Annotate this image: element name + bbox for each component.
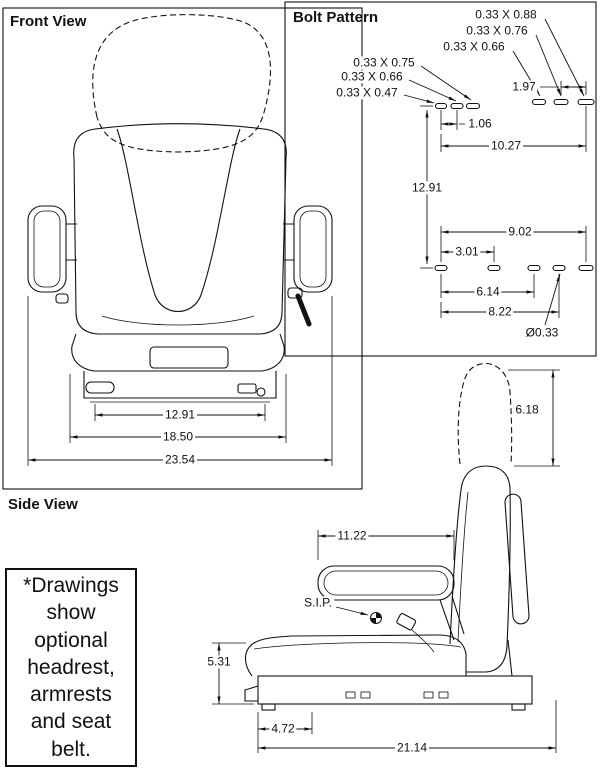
leader-line — [335, 606, 369, 616]
dim-front-offset: 4.72 — [269, 721, 297, 736]
front-view-drawing — [27, 14, 333, 466]
bolt-slot — [531, 98, 547, 106]
leader-line — [544, 18, 585, 97]
left-armrest-inner — [33, 210, 61, 288]
base-roller — [256, 387, 266, 397]
dim-mid-width: 6.14 — [474, 284, 502, 299]
recline-lever — [295, 293, 312, 327]
dim-cushion-height: 5.31 — [205, 654, 233, 669]
recline-lever-mount — [287, 287, 303, 299]
leader-line — [408, 79, 457, 102]
sip-symbol-quadrant — [370, 618, 376, 624]
base-foot — [261, 703, 276, 711]
left-side-tab — [55, 293, 69, 304]
dim-base-width: 18.50 — [160, 429, 196, 444]
dim-front-slot-spacing: 1.06 — [466, 116, 494, 131]
dim-rear-slot-spacing: 1.97 — [510, 79, 538, 94]
front-view-title: Front View — [10, 13, 87, 30]
backrest-rear-support — [507, 639, 513, 677]
slot-size-label: 0.33 X 0.66 — [339, 69, 405, 84]
armrest — [317, 565, 455, 601]
bolt-slot — [450, 102, 464, 110]
backrest-cushion-contour — [116, 128, 241, 312]
sip-symbol-quadrant — [376, 612, 382, 618]
right-armrest-bracket — [283, 223, 294, 261]
bolt-slot — [578, 264, 594, 272]
backrest-outline — [449, 465, 511, 673]
left-armrest — [27, 205, 67, 293]
base-slot — [423, 691, 434, 699]
hole-diameter-label: Ø0.33 — [523, 325, 561, 340]
base-left-knob — [85, 381, 115, 394]
leader-line — [544, 273, 561, 326]
backrest-contour — [457, 491, 469, 643]
base-slot — [360, 691, 371, 699]
seat-belt-retractor — [504, 493, 530, 625]
dim-overall-width: 23.54 — [162, 452, 198, 467]
base-right-latch — [237, 383, 257, 394]
seat-cushion-outline — [71, 333, 285, 372]
bolt-slot — [487, 264, 501, 272]
dim-outer-width: 8.22 — [486, 304, 514, 319]
dim-row-spacing: 12.91 — [409, 180, 445, 195]
bolt-slot — [552, 264, 566, 272]
dim-rail-width: 12.91 — [162, 407, 198, 422]
dim-overall-length: 10.27 — [488, 138, 524, 153]
drawing-note-text: *Drawings show optional headrest, armres… — [23, 574, 119, 761]
belt-strap — [411, 629, 435, 653]
bolt-slot — [527, 264, 541, 272]
cushion-outline — [244, 634, 467, 677]
slot-size-label: 0.33 X 0.76 — [464, 23, 530, 38]
leader-line — [535, 34, 562, 97]
dim-inner-width: 3.01 — [453, 244, 481, 259]
slot-size-label: 0.33 X 0.88 — [473, 7, 539, 22]
slot-size-label: 0.33 X 0.66 — [441, 39, 507, 54]
cushion-seam — [253, 642, 462, 650]
bolt-pattern-drawing — [403, 18, 595, 326]
leader-line — [403, 94, 435, 104]
slot-size-label: 0.33 X 0.47 — [334, 85, 400, 100]
right-armrest — [293, 205, 333, 293]
left-armrest-bracket — [66, 223, 77, 261]
dim-overall-depth: 21.14 — [394, 740, 430, 755]
headrest-outline — [457, 362, 513, 465]
bolt-slot — [434, 264, 448, 272]
base-foot — [511, 703, 526, 711]
side-view-title: Side View — [8, 496, 78, 513]
bolt-slot — [434, 102, 448, 110]
backrest-outline — [73, 123, 287, 335]
base-front-bracket — [244, 685, 259, 702]
right-armrest-inner — [299, 210, 327, 288]
headrest-outline — [92, 14, 272, 153]
base-slot — [345, 691, 356, 699]
sip-label: S.I.P. — [302, 595, 334, 610]
base-slot — [438, 691, 449, 699]
leader-line — [420, 65, 472, 101]
bolt-pattern-title: Bolt Pattern — [293, 9, 379, 26]
armrest-inner — [323, 570, 449, 596]
slot-size-label: 0.33 X 0.75 — [351, 55, 417, 70]
dim-armrest-length: 11.22 — [335, 528, 369, 543]
bolt-slot — [577, 98, 595, 106]
suspension-base-outline — [83, 371, 277, 399]
backrest-bottom-seam — [101, 315, 255, 326]
armrest-support — [439, 595, 465, 641]
dim-rear-width: 9.02 — [506, 224, 534, 239]
drawing-note: *Drawings show optional headrest, armres… — [5, 568, 137, 768]
bolt-slot — [553, 98, 569, 106]
dim-headrest-height: 6.18 — [513, 402, 541, 417]
bolt-slot — [465, 102, 481, 110]
base-outline — [257, 675, 533, 705]
front-view-border — [2, 7, 363, 490]
belt-buckle — [396, 612, 417, 631]
side-view-drawing — [212, 362, 560, 753]
cushion-front-inset — [149, 346, 229, 369]
